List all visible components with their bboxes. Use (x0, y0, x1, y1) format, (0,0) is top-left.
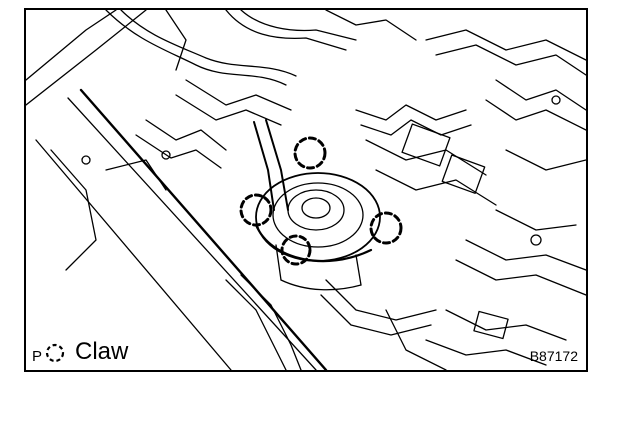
legend-label: Claw (75, 338, 129, 365)
claw-markers (239, 136, 403, 266)
dashed-circle-icon (45, 343, 65, 363)
legend: P Claw (32, 338, 129, 365)
claw-marker (369, 211, 403, 245)
claw-marker (280, 234, 312, 266)
illustration-frame: P Claw B87172 (24, 8, 588, 372)
figure-code: B87172 (529, 348, 578, 364)
claw-marker (239, 193, 273, 227)
claw-marker (293, 136, 327, 170)
legend-prefix: P (32, 348, 43, 365)
engine-bay-line-drawing (26, 10, 586, 370)
